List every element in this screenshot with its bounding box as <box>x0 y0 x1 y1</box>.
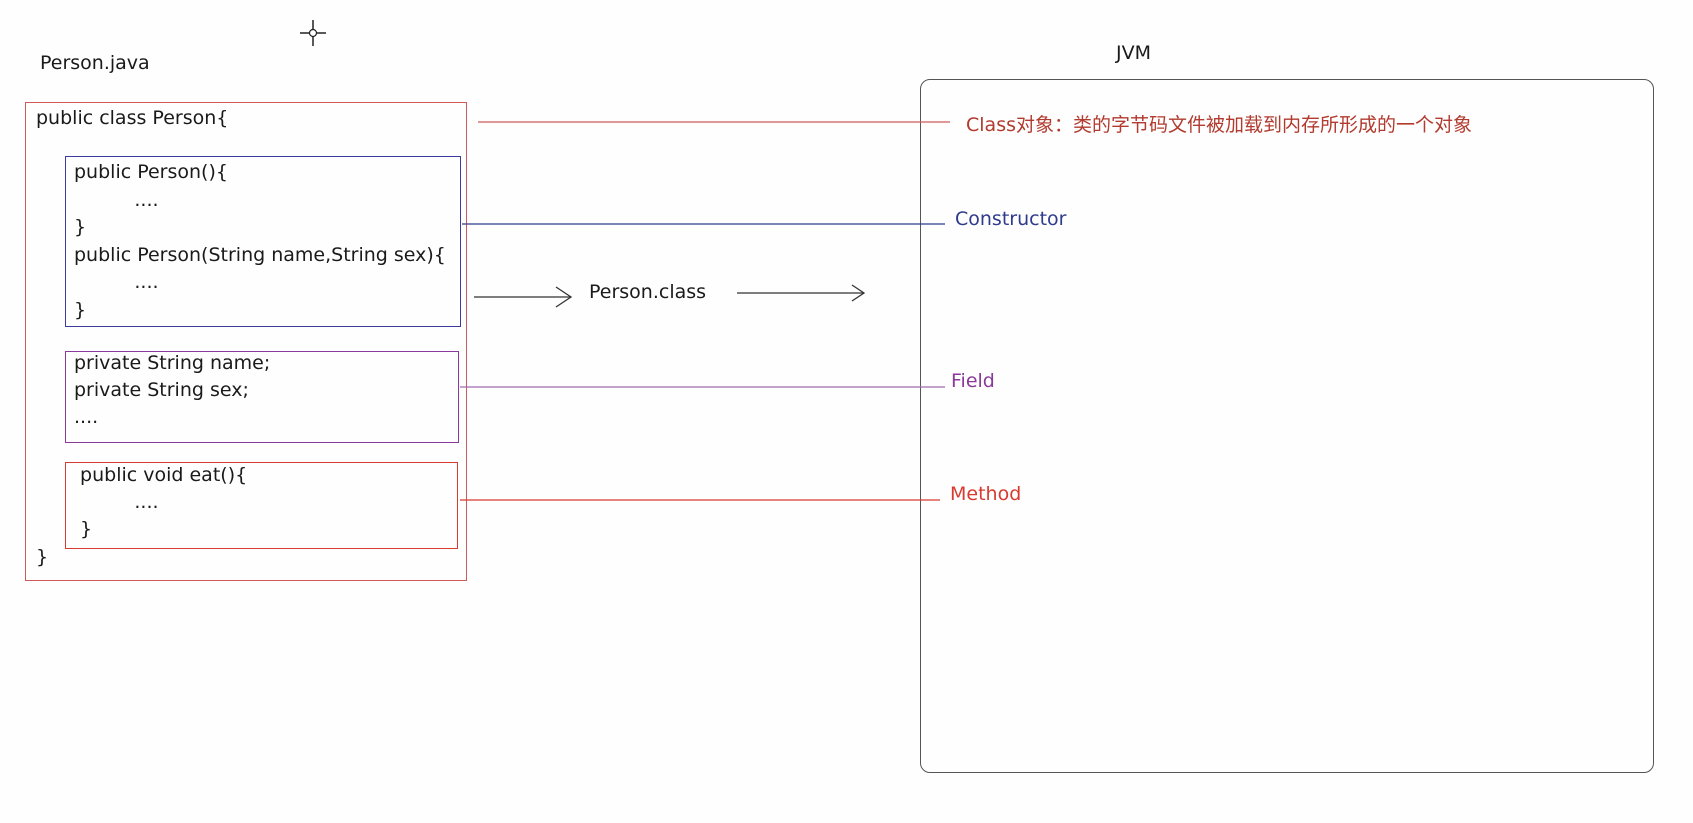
jvm-title: JVM <box>1116 42 1151 64</box>
method-annotation: Method <box>950 483 1022 505</box>
jvm-box <box>920 79 1654 773</box>
class-close-line: } <box>36 546 49 568</box>
field-code: private String name; private String sex;… <box>74 352 271 428</box>
crosshair-cursor-icon <box>300 20 326 46</box>
constructor-annotation: Constructor <box>955 208 1067 230</box>
class-open-line: public class Person{ <box>36 107 229 129</box>
compiled-class-label: Person.class <box>589 281 707 303</box>
method-box <box>65 462 458 549</box>
field-annotation: Field <box>951 370 995 392</box>
field-box <box>65 351 459 443</box>
load-arrow-icon <box>737 284 866 302</box>
constructor-box <box>65 156 461 327</box>
constructor-code: public Person(){ .... } public Person(St… <box>74 161 446 321</box>
method-code: public void eat(){ .... } <box>80 464 248 540</box>
source-file-title: Person.java <box>40 52 150 74</box>
class-object-annotation: Class对象：类的字节码文件被加载到内存所形成的一个对象 <box>966 114 1472 136</box>
compile-arrow-icon <box>474 286 573 308</box>
class-box <box>25 102 467 581</box>
